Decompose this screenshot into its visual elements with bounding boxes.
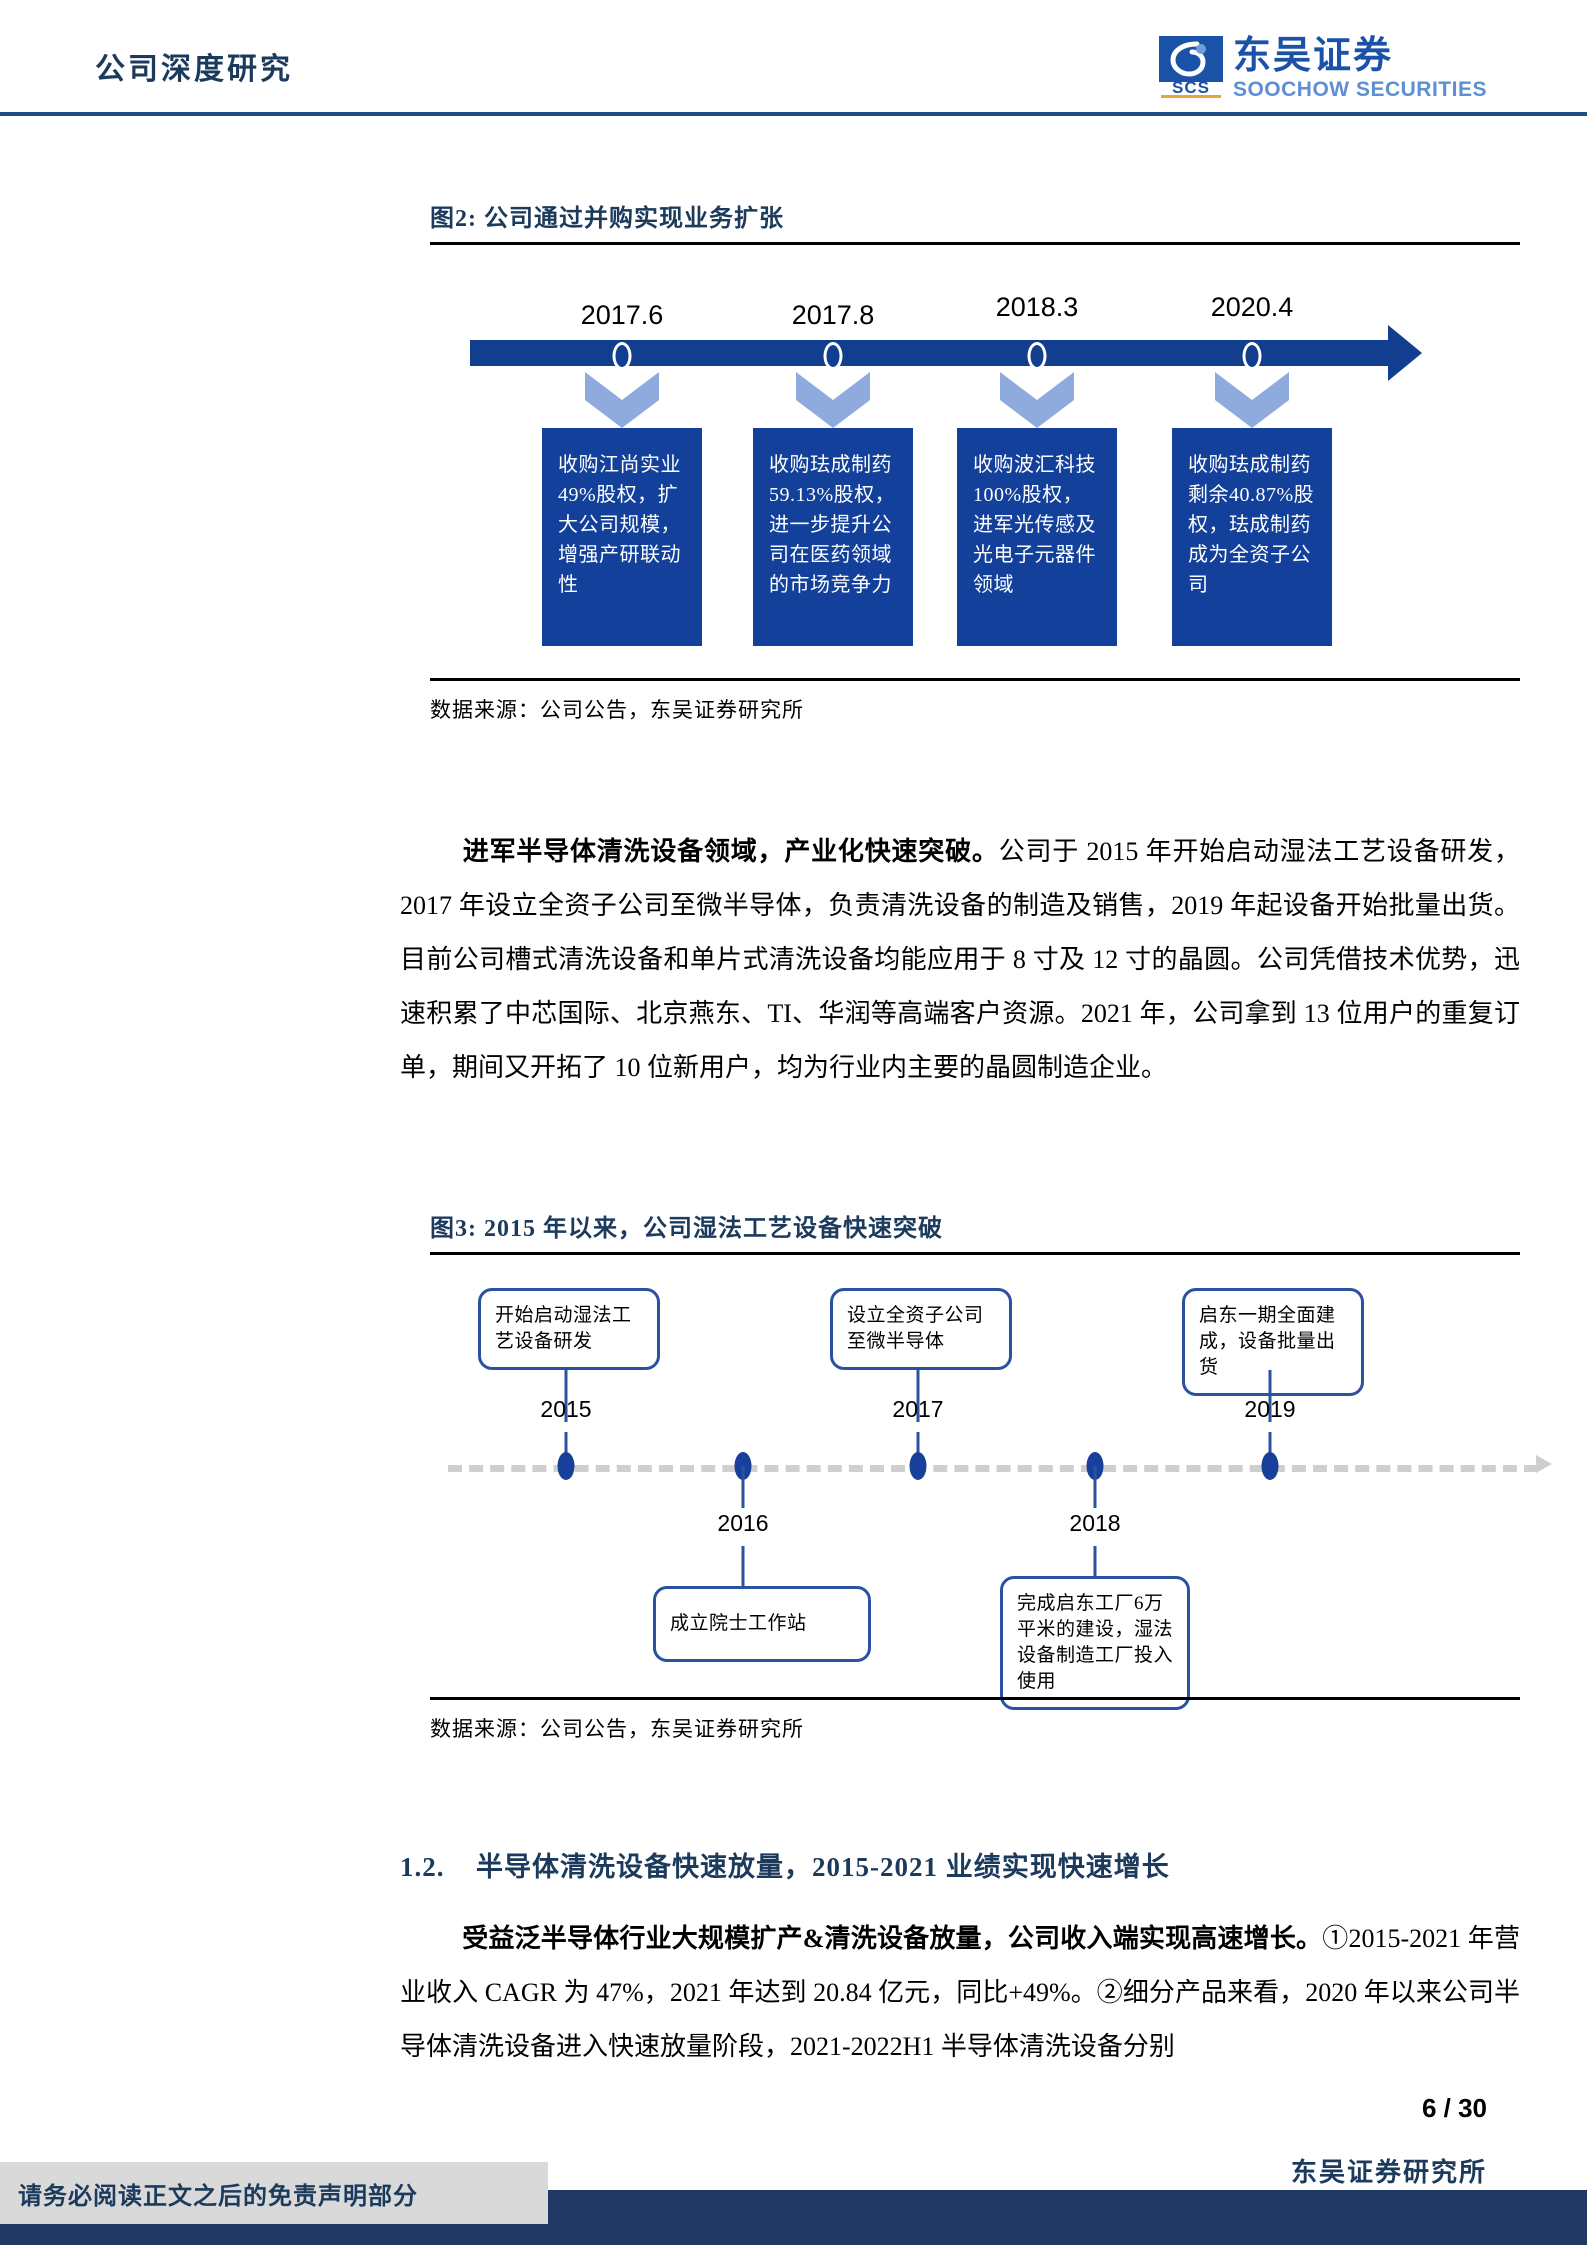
figure-2-date: 2018.3 (995, 292, 1079, 322)
paragraph-1-lead: 进军半导体清洗设备领域，产业化快速突破。 (462, 837, 999, 866)
figure-3-stem (564, 1432, 568, 1466)
figure-3-stem (741, 1546, 745, 1596)
figure-2-source: 数据来源：公司公告，东吴证券研究所 (430, 698, 804, 722)
brand-name-cn: 东吴证券 (1232, 35, 1393, 77)
figure-3-stem (564, 1370, 568, 1422)
figure-2-date: 2017.6 (580, 300, 664, 330)
figure-3-stem (916, 1432, 920, 1466)
figure-3-milestone-box: 启东一期全面建成，设备批量出货 (1182, 1288, 1364, 1396)
figure-2-date: 2017.8 (791, 300, 875, 330)
figure-3-top-rule (430, 1252, 1520, 1255)
figure-3-stem (1268, 1370, 1272, 1422)
page-number: 6 / 30 (1421, 2093, 1487, 2123)
brand-name-en: SOOCHOW SECURITIES (1232, 78, 1487, 101)
figure-2-node-marker (612, 342, 632, 370)
paragraph-2-lead: 受益泛半导体行业大规模扩产&清洗设备放量，公司收入端实现高速增长。 (462, 1924, 1323, 1953)
figure-3-milestone-box: 设立全资子公司至微半导体 (830, 1288, 1012, 1370)
figure-2-date: 2020.4 (1210, 292, 1294, 322)
logo-scs-text: SCS (1171, 78, 1210, 97)
section-number: 1.2. (400, 1852, 445, 1882)
brand-logo: SCS 东吴证券 SOOCHOW SECURITIES (1158, 35, 1487, 102)
figure-3-year: 2017 (892, 1396, 944, 1422)
figure-3-stem (741, 1466, 745, 1508)
header-title: 公司深度研究 (95, 53, 293, 86)
paragraph-revenue-growth: 受益泛半导体行业大规模扩产&清洗设备放量，公司收入端实现高速增长。①2015-2… (400, 1912, 1520, 2074)
figure-2-node-marker (1027, 342, 1047, 370)
figure-2-node-marker (1242, 342, 1262, 370)
figure-3-year: 2019 (1244, 1396, 1296, 1422)
figure-3-bottom-rule (430, 1697, 1520, 1700)
figure-3-stem (1268, 1432, 1272, 1466)
figure-2-timeline-arrowhead (1388, 325, 1422, 381)
footer-disclaimer: 请务必阅读正文之后的免责声明部分 (0, 2162, 548, 2224)
logo-swirl-icon (1170, 41, 1206, 77)
chevron-down-icon (1000, 372, 1074, 428)
figure-2-node-marker (823, 342, 843, 370)
figure-3-node-marker (1261, 1452, 1279, 1480)
footer-firm-name: 东吴证券研究所 (1290, 2158, 1487, 2187)
section-heading-1-2: 1.2. 半导体清洗设备快速放量，2015-2021 业绩实现快速增长 (400, 1845, 1170, 1884)
figure-3-axis (448, 1465, 1538, 1472)
paragraph-1-body: 公司于 2015 年开始启动湿法工艺设备研发，2017 年设立全资子公司至微半导… (400, 837, 1520, 1082)
figure-3-stem (1093, 1546, 1097, 1586)
figure-3-source: 数据来源：公司公告，东吴证券研究所 (430, 1717, 804, 1741)
chevron-down-icon (585, 372, 659, 428)
chevron-down-icon (796, 372, 870, 428)
figure-2-event-box: 收购珐成制药剩余40.87%股权，珐成制药成为全资子公司 (1172, 428, 1332, 646)
figure-2-event-box: 收购波汇科技100%股权，进军光传感及光电子元器件领域 (957, 428, 1117, 646)
figure-2-event-box: 收购江尚实业49%股权，扩大公司规模，增强产研联动性 (542, 428, 702, 646)
section-title: 半导体清洗设备快速放量，2015-2021 业绩实现快速增长 (476, 1852, 1170, 1882)
figure-3-milestone-box: 成立院士工作站 (653, 1586, 871, 1662)
figure-3-year: 2018 (1069, 1510, 1121, 1536)
figure-3-milestone-box: 开始启动湿法工艺设备研发 (478, 1288, 660, 1370)
figure-2-top-rule (430, 242, 1520, 245)
page-header: 公司深度研究 SCS 东吴证券 SOOCHOW SECURITIES (0, 0, 1587, 130)
figure-2-title: 图2: 公司通过并购实现业务扩张 (430, 206, 784, 232)
logo-underbar (1160, 95, 1221, 98)
figure-3-stem (1093, 1466, 1097, 1508)
soochow-logo-icon: SCS (1158, 36, 1223, 98)
figure-2-bottom-rule (430, 678, 1520, 681)
figure-2-event-box: 收购珐成制药59.13%股权，进一步提升公司在医药领域的市场竞争力 (753, 428, 913, 646)
figure-3-year: 2016 (717, 1510, 769, 1536)
figure-3-node-marker (909, 1452, 927, 1480)
figure-3-axis-arrowhead (1536, 1455, 1552, 1473)
figure-3-title: 图3: 2015 年以来，公司湿法工艺设备快速突破 (430, 1216, 943, 1242)
paragraph-semiconductor-cleaning: 进军半导体清洗设备领域，产业化快速突破。公司于 2015 年开始启动湿法工艺设备… (400, 825, 1520, 1095)
figure-3-node-marker (557, 1452, 575, 1480)
figure-3-stem (916, 1370, 920, 1422)
figure-3-year: 2015 (540, 1396, 592, 1422)
header-divider (0, 112, 1587, 116)
figure-3-milestone-box: 完成启东工厂6万平米的建设，湿法设备制造工厂投入使用 (1000, 1576, 1190, 1710)
chevron-down-icon (1215, 372, 1289, 428)
paragraph-2-body: ①2015-2021 年营业收入 CAGR 为 47%，2021 年达到 20.… (400, 1924, 1520, 2061)
